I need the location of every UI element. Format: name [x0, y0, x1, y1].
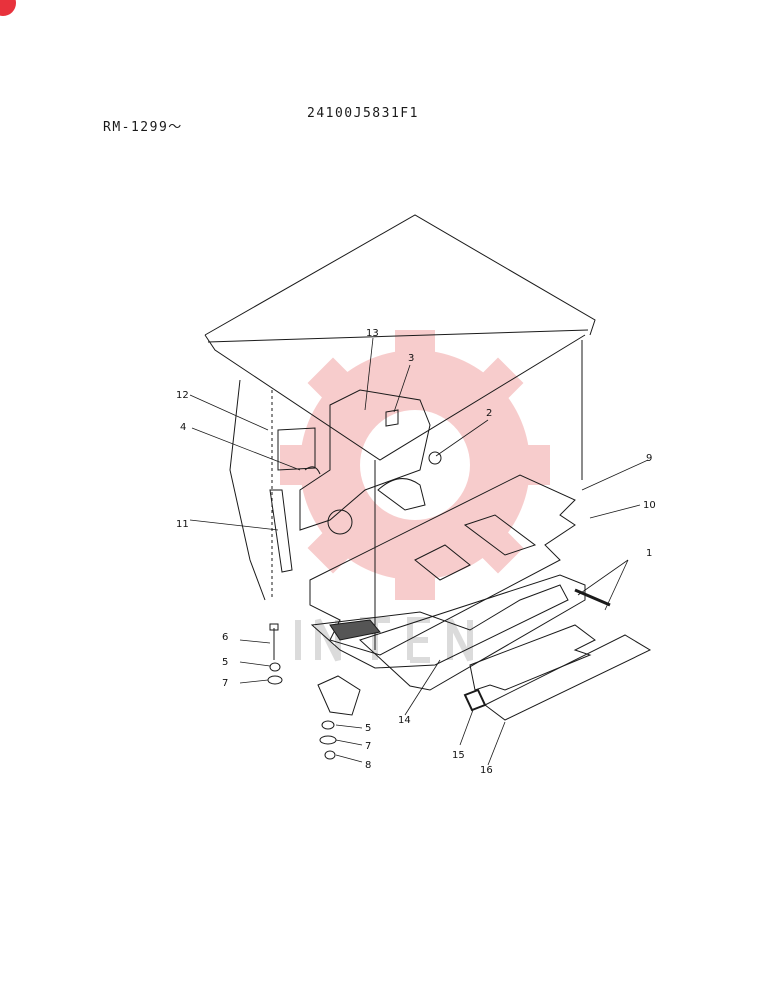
callout-10: 10 — [643, 500, 656, 511]
serial-range-label: RM-1299～ — [103, 120, 183, 135]
callout-4: 4 — [180, 422, 186, 433]
callout-3: 3 — [408, 353, 414, 364]
floor-mats — [309, 474, 611, 691]
leader-lines — [189, 337, 649, 766]
callout-5b: 5 — [365, 723, 371, 734]
cab-outline — [204, 214, 596, 650]
callout-16: 16 — [480, 765, 493, 776]
rear-panel — [269, 389, 442, 573]
watermark-text — [295, 617, 473, 663]
callout-6: 6 — [222, 632, 228, 643]
callout-5a: 5 — [222, 657, 228, 668]
callout-2: 2 — [486, 408, 492, 419]
callout-13: 13 — [366, 328, 379, 339]
corner-badge-icon — [0, 0, 16, 16]
callout-15: 15 — [452, 750, 465, 761]
part-number-label: 24100J5831F1 — [307, 106, 419, 121]
callout-11: 11 — [176, 519, 189, 530]
callout-7b: 7 — [365, 741, 371, 752]
lower-panels — [463, 624, 652, 721]
callout-12: 12 — [176, 390, 189, 401]
callout-14: 14 — [398, 715, 411, 726]
callout-1: 1 — [646, 548, 652, 559]
mounting-hardware — [267, 623, 361, 760]
callout-8: 8 — [365, 760, 371, 771]
callout-7a: 7 — [222, 678, 228, 689]
callout-9: 9 — [646, 453, 652, 464]
